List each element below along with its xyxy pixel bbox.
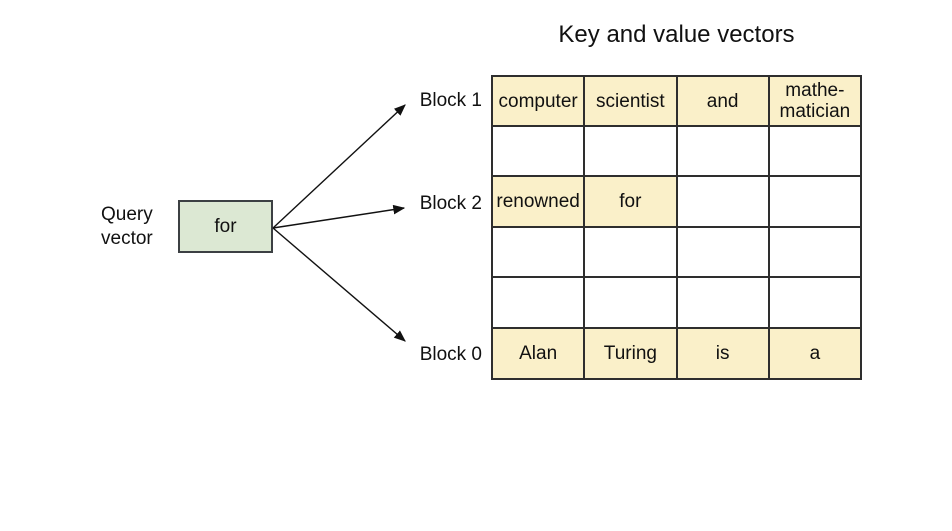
table-title: Key and value vectors (558, 21, 795, 48)
kv-cell-r1-c0 (493, 127, 584, 175)
kv-cell-r0-c0: computer (493, 77, 584, 125)
kv-cell-r0-c3: mathe- matician (769, 77, 860, 125)
arrow-to-block-1 (272, 104, 406, 229)
kv-cell-r0-c1: scientist (585, 77, 676, 125)
kv-cell-r3-c2 (677, 228, 768, 276)
block-0-label: Block 0 (419, 344, 482, 365)
kv-cell-r4-c2 (677, 278, 768, 327)
kv-cell-r4-c3 (769, 278, 860, 327)
kv-cell-r5-c0: Alan (493, 329, 584, 378)
kv-cell-r2-c1: for (585, 177, 676, 226)
kv-cell-r1-c1 (585, 127, 676, 175)
kv-cell-r3-c3 (769, 228, 860, 276)
kv-cell-r4-c0 (493, 278, 584, 327)
kv-cell-r1-c3 (769, 127, 860, 175)
query-vector-label-line1: Query (101, 204, 153, 225)
kv-cell-r5-c3: a (769, 329, 860, 378)
query-vector-box: for (178, 200, 273, 253)
kv-cell-r5-c1: Turing (585, 329, 676, 378)
kv-cell-r3-c0 (493, 228, 584, 276)
kv-cell-r5-c2: is (677, 329, 768, 378)
kv-cell-r2-c0: renowned (493, 177, 584, 226)
kv-cell-r1-c2 (677, 127, 768, 175)
arrow-to-block-2 (272, 204, 406, 229)
arrow-to-block-0 (272, 227, 406, 342)
kv-cell-r3-c1 (585, 228, 676, 276)
kv-cell-r2-c2 (677, 177, 768, 226)
block-1-label: Block 1 (419, 90, 482, 111)
key-value-table: computer scientist and mathe- matician r… (491, 75, 862, 380)
kv-cell-r4-c1 (585, 278, 676, 327)
kv-cell-r0-c2: and (677, 77, 768, 125)
query-token: for (214, 215, 237, 237)
kv-cell-r2-c3 (769, 177, 860, 226)
block-2-label: Block 2 (419, 193, 482, 214)
query-vector-label-line2: vector (101, 228, 153, 249)
query-vector-label: Query vector (101, 203, 176, 251)
